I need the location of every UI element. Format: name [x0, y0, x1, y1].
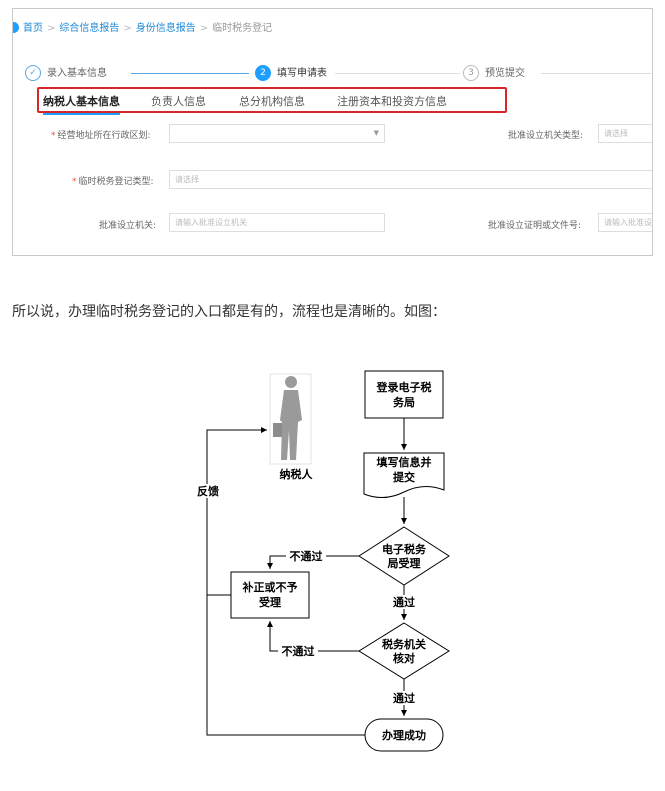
step-label: 填写申请表	[277, 68, 327, 79]
approval-doc-number-label: 批准设立证明或文件号:	[488, 221, 582, 231]
tab-capital-investor[interactable]: 注册资本和投资方信息	[337, 95, 447, 108]
breadcrumb-separator: >	[123, 23, 132, 34]
step-label: 预览提交	[485, 68, 525, 79]
fill-text-2: 提交	[393, 470, 415, 484]
success-text: 办理成功	[382, 728, 426, 742]
login-e-tax-box	[364, 370, 444, 419]
login-text-1: 登录电子税	[376, 380, 432, 394]
step-fill-application: 2 填写申请表	[255, 64, 327, 81]
correct-text-1: 补正或不予	[242, 580, 298, 594]
pass-label-1: 通过	[393, 595, 415, 609]
tab-branch-info[interactable]: 总分机构信息	[239, 95, 305, 108]
step-progress: ✓ 录入基本信息 2 填写申请表 3 预览提交	[25, 64, 652, 84]
tab-taxpayer-basic-info[interactable]: 纳税人基本信息	[43, 95, 120, 115]
accept-text-1: 电子税务	[382, 542, 427, 556]
check-icon: ✓	[25, 65, 41, 81]
correct-text-2: 受理	[259, 595, 281, 609]
step-enter-basic-info: ✓ 录入基本信息	[25, 64, 107, 81]
tab-bar: 纳税人基本信息 负责人信息 总分机构信息 注册资本和投资方信息	[37, 87, 507, 115]
e-tax-acceptance-diamond	[358, 526, 450, 586]
arrow-check-fail	[267, 621, 359, 652]
approval-org-input[interactable]: 请输入批准设立机关	[169, 213, 385, 232]
step-connector	[131, 73, 249, 74]
caret-down-icon: ▼	[373, 129, 379, 137]
breadcrumb: 首页>综合信息报告>身份信息报告>临时税务登记	[13, 19, 272, 34]
temp-registration-type-select[interactable]: 请选择	[169, 170, 652, 189]
pass-label-2: 通过	[393, 691, 415, 705]
approval-org-type-select[interactable]: 请选择	[598, 124, 652, 143]
breadcrumb-comprehensive-report[interactable]: 综合信息报告	[59, 23, 120, 34]
address-region-select[interactable]: ▼	[169, 124, 385, 143]
breadcrumb-home[interactable]: 首页	[23, 23, 43, 34]
breadcrumb-separator: >	[199, 23, 209, 34]
address-region-label: *经营地址所在行政区划:	[51, 131, 151, 141]
breadcrumb-current: 临时税务登记	[212, 23, 273, 34]
step-number: 3	[463, 65, 479, 81]
step-connector	[335, 73, 460, 74]
step-preview-submit: 3 预览提交	[463, 64, 525, 81]
login-text-2: 务局	[393, 395, 415, 409]
taxpayer-person-icon	[269, 373, 312, 465]
line-success-feedback	[206, 595, 365, 736]
step-label: 录入基本信息	[47, 68, 107, 79]
arrow-accept-fail	[267, 555, 359, 569]
breadcrumb-identity-report[interactable]: 身份信息报告	[135, 23, 196, 34]
accept-text-2: 局受理	[387, 556, 421, 570]
approval-org-label: 批准设立机关:	[99, 221, 157, 231]
temp-registration-type-label: *临时税务登记类型:	[72, 177, 154, 187]
tax-authority-check-diamond	[358, 622, 450, 680]
check-text-2: 核对	[393, 651, 415, 665]
registration-flowchart: 纳税人 登录电子税 务局 填写信息并 提交 电子税务 局受理 通过 税务机关 核…	[193, 370, 450, 752]
tab-responsible-person[interactable]: 负责人信息	[151, 95, 206, 108]
fail-label-1: 不通过	[290, 549, 323, 563]
fail-label-2: 不通过	[282, 644, 315, 658]
breadcrumb-separator: >	[47, 23, 56, 34]
fill-text-1: 填写信息并	[377, 455, 432, 469]
body-paragraph: 所以说，办理临时税务登记的入口都是有的，流程也是清晰的。如图：	[12, 304, 446, 320]
step-number: 2	[255, 65, 271, 81]
step-connector	[541, 73, 651, 74]
taxpayer-label: 纳税人	[280, 467, 314, 481]
approval-doc-number-input[interactable]: 请输入批准设	[598, 213, 652, 232]
arrow-feedback-to-taxpayer	[206, 427, 267, 596]
correction-box	[230, 571, 310, 619]
feedback-label: 反馈	[197, 484, 219, 498]
approval-org-type-label: 批准设立机关类型:	[508, 131, 584, 141]
home-marker-icon	[13, 22, 19, 33]
check-text-1: 税务机关	[382, 637, 426, 651]
fill-submit-document	[363, 452, 445, 498]
